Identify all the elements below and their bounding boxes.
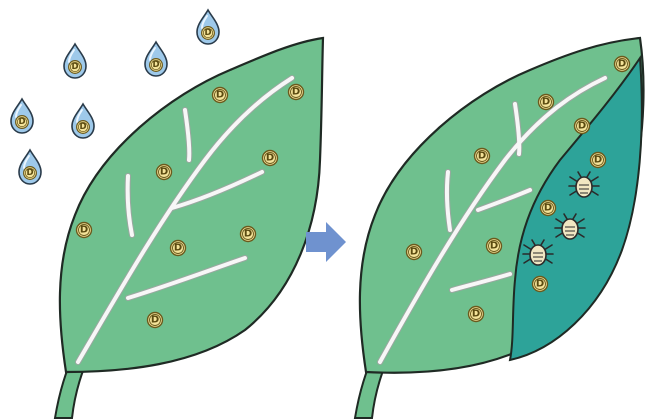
badge	[213, 88, 228, 103]
badge	[575, 119, 590, 134]
badge	[148, 313, 163, 328]
droplet	[11, 99, 33, 133]
badge	[541, 201, 556, 216]
droplet	[197, 10, 219, 44]
badge	[157, 165, 172, 180]
right-arrow-icon	[306, 222, 346, 262]
droplet	[64, 44, 86, 78]
badge	[533, 277, 548, 292]
left-leaf	[55, 38, 323, 418]
badge	[77, 223, 92, 238]
badge	[407, 245, 422, 260]
badge	[171, 241, 186, 256]
badge	[289, 85, 304, 100]
left-leaf-stem	[55, 368, 84, 418]
badge	[263, 151, 278, 166]
badge	[469, 307, 484, 322]
badge	[615, 57, 630, 72]
right-leaf-stem	[355, 368, 384, 418]
badge	[487, 239, 502, 254]
droplet	[145, 42, 167, 76]
right-leaf	[355, 38, 643, 418]
droplet	[72, 104, 94, 138]
badge	[591, 153, 606, 168]
badge	[539, 95, 554, 110]
badge	[475, 149, 490, 164]
badge	[241, 227, 256, 242]
droplet	[19, 150, 41, 184]
